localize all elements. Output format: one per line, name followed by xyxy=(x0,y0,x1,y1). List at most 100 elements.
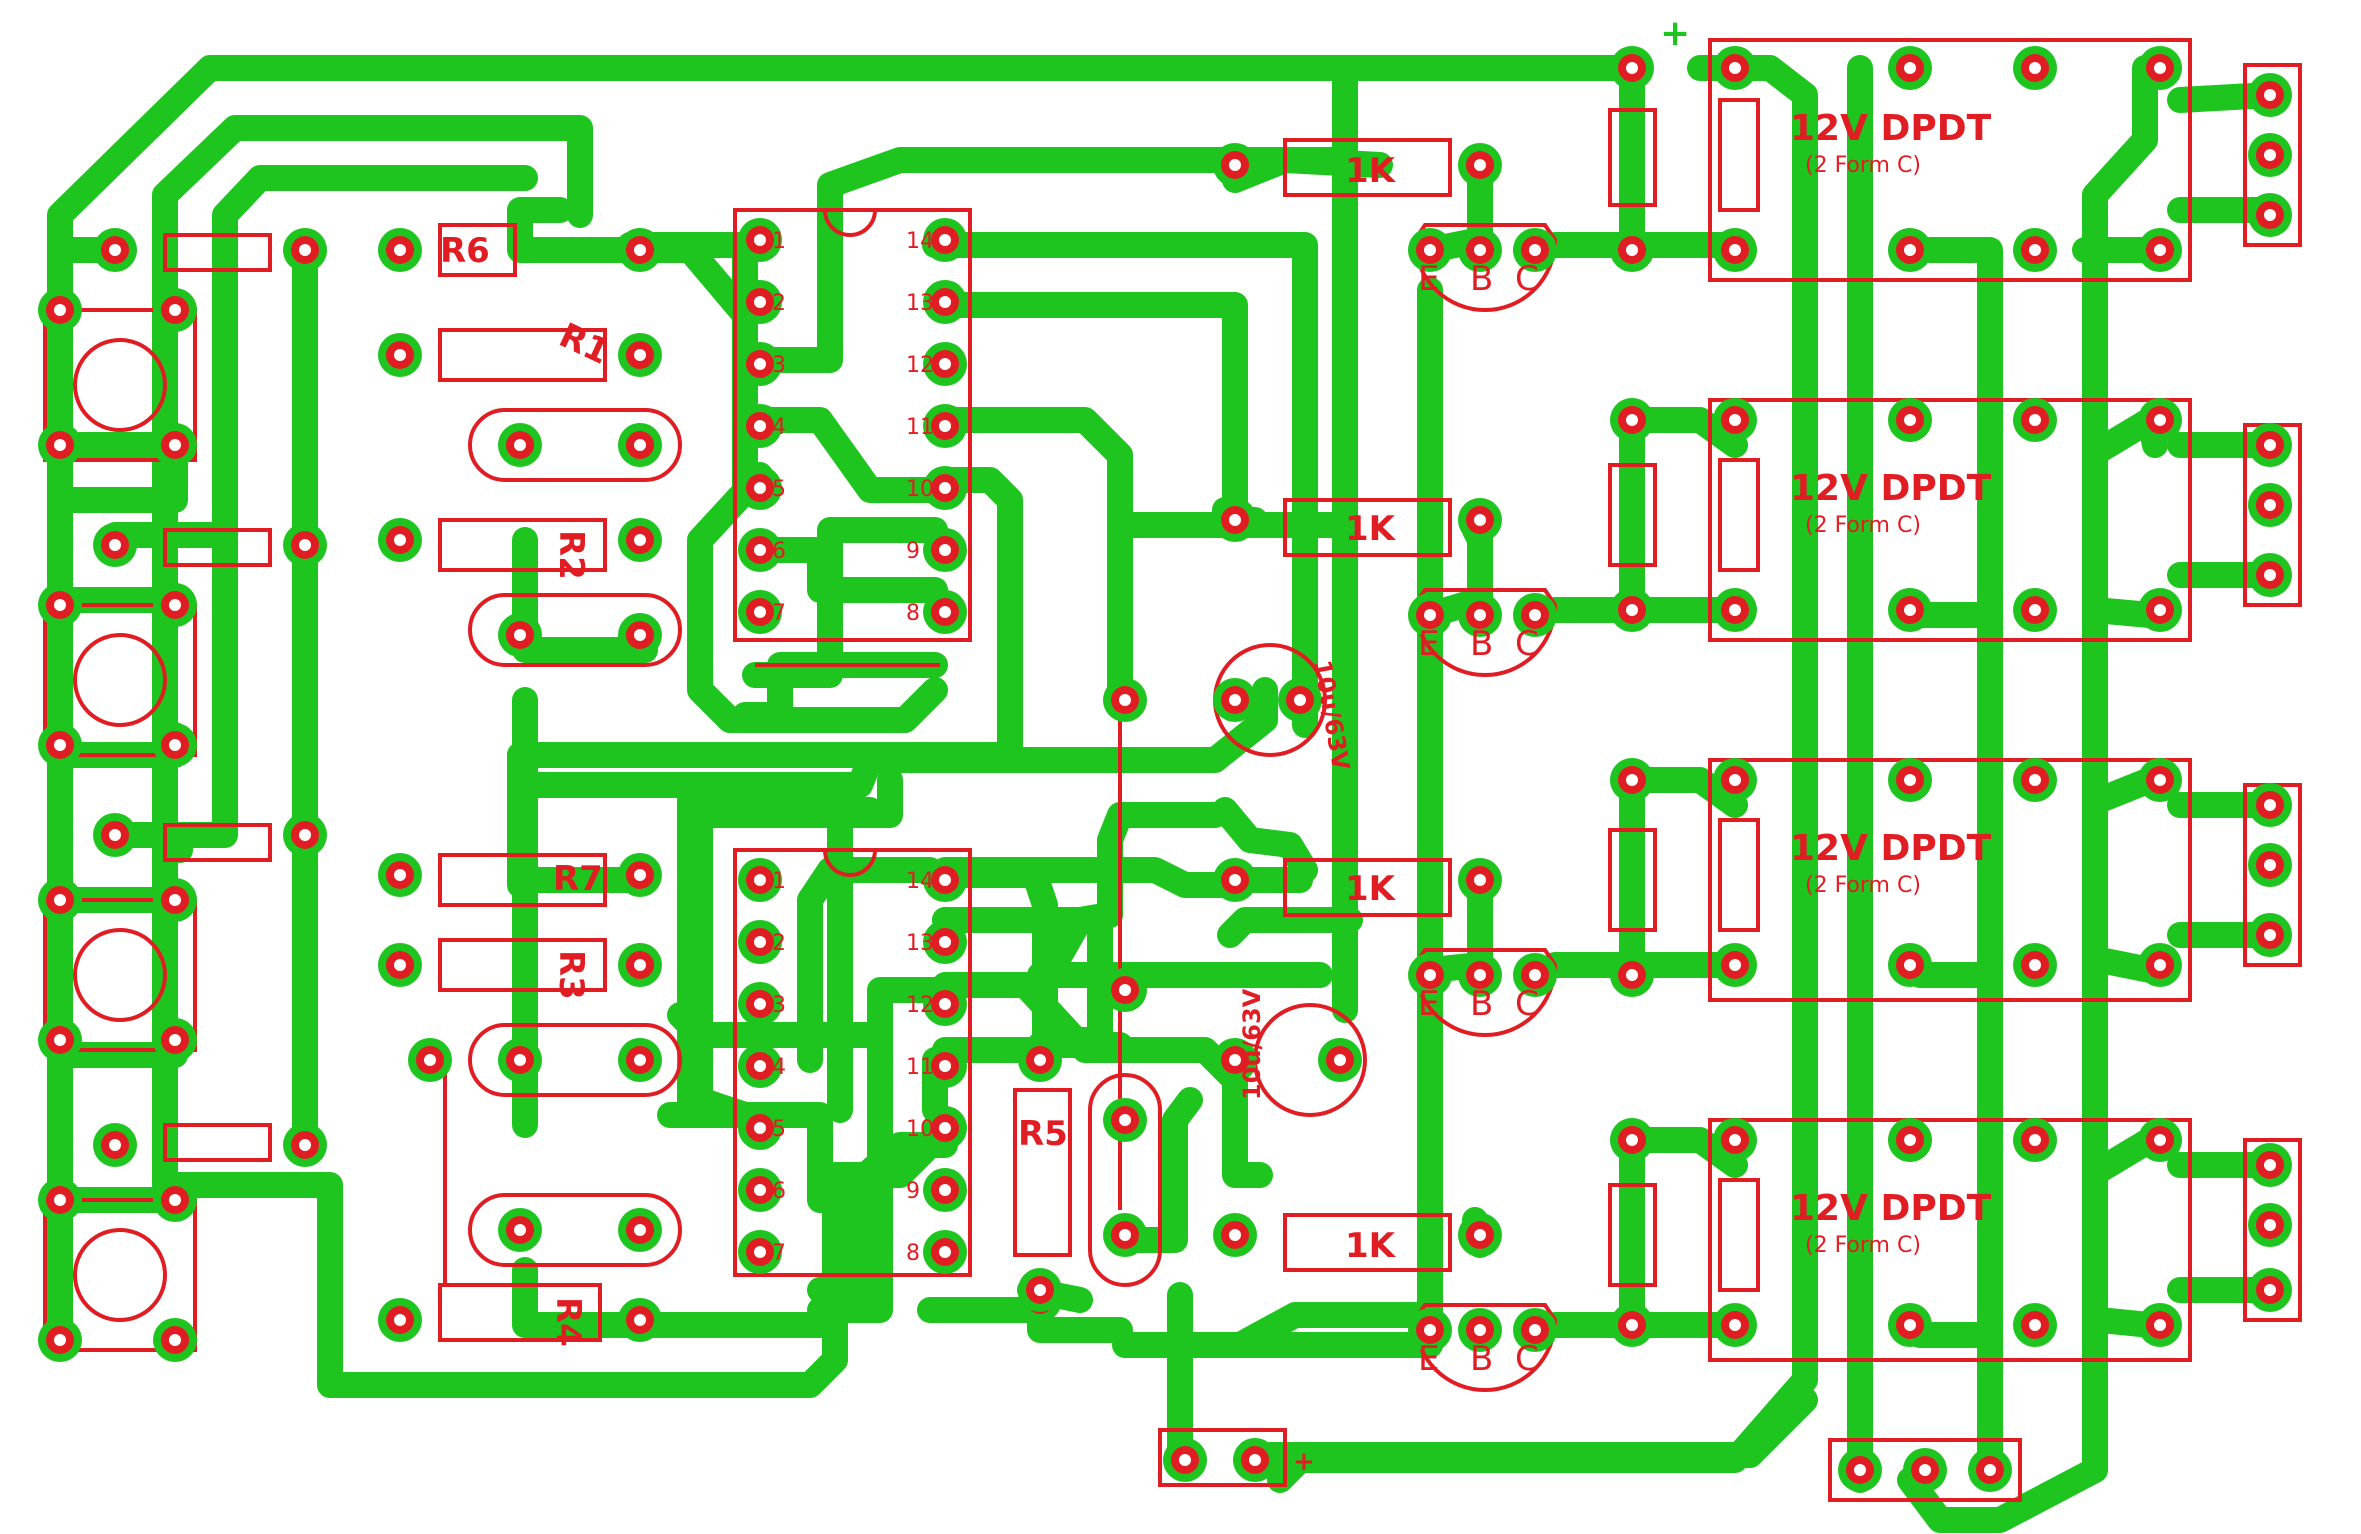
relay-name: 12V DPDT xyxy=(1790,1188,1992,1229)
pad-hole xyxy=(2154,604,2166,616)
transistor-pin-c: C xyxy=(1515,984,1539,1024)
r2-label: R2 xyxy=(551,530,591,580)
pad-hole xyxy=(1626,62,1638,74)
ic-pin-number: 4 xyxy=(772,415,786,440)
ic-pin-number: 6 xyxy=(772,539,786,564)
pad-hole xyxy=(2029,244,2041,256)
ic-pin-number: 2 xyxy=(772,291,786,316)
ic-pin-number: 7 xyxy=(772,601,786,626)
ic-pad-hole xyxy=(754,482,766,494)
pad-hole xyxy=(1474,244,1486,256)
1k-label-3: 1K xyxy=(1345,869,1397,909)
pad-hole xyxy=(1729,62,1741,74)
ic-pad-hole xyxy=(754,234,766,246)
pad-hole xyxy=(1729,959,1741,971)
pad-hole xyxy=(2029,774,2041,786)
pad-hole xyxy=(2154,244,2166,256)
pad-hole xyxy=(54,1034,66,1046)
pad-hole xyxy=(2154,414,2166,426)
pad-hole xyxy=(2029,1319,2041,1331)
pad-hole xyxy=(1904,1134,1916,1146)
ic-pad-hole xyxy=(939,606,951,618)
pad-hole xyxy=(1179,1454,1191,1466)
pad-hole xyxy=(1474,874,1486,886)
1k-label-1: 1K xyxy=(1345,151,1397,191)
ic-pin-number: 12 xyxy=(906,993,934,1018)
pad-hole xyxy=(169,1034,181,1046)
ic-pad-hole xyxy=(939,296,951,308)
ic-pad-hole xyxy=(939,420,951,432)
pad-hole xyxy=(1904,774,1916,786)
ic-pad-hole xyxy=(939,936,951,948)
ic-pin-number: 10 xyxy=(906,1117,934,1142)
pad-hole xyxy=(1229,159,1241,171)
pad-hole xyxy=(54,894,66,906)
pad-hole xyxy=(1626,774,1638,786)
pad-hole xyxy=(394,869,406,881)
pad-hole xyxy=(2264,209,2276,221)
pad-hole xyxy=(1474,609,1486,621)
ic-pin-number: 8 xyxy=(906,601,920,626)
pad-hole xyxy=(1729,1319,1741,1331)
pad-hole xyxy=(299,539,311,551)
1k-label-4: 1K xyxy=(1345,1226,1397,1266)
pad-hole xyxy=(1229,874,1241,886)
pad-hole xyxy=(1119,1229,1131,1241)
pad-hole xyxy=(1904,604,1916,616)
pad-hole xyxy=(2264,569,2276,581)
pad-hole xyxy=(2029,1134,2041,1146)
pad-hole xyxy=(169,304,181,316)
relay-name: 12V DPDT xyxy=(1790,108,1992,149)
pad-hole xyxy=(2264,1159,2276,1171)
pad-hole xyxy=(54,739,66,751)
pad-hole xyxy=(1424,609,1436,621)
ic-pin-number: 13 xyxy=(906,291,934,316)
ic-pad-hole xyxy=(939,234,951,246)
pad-hole xyxy=(1119,1114,1131,1126)
pad-hole xyxy=(1474,159,1486,171)
ic-pin-number: 10 xyxy=(906,477,934,502)
pad-hole xyxy=(1529,609,1541,621)
pad-hole xyxy=(2264,929,2276,941)
ic-pin-number: 1 xyxy=(772,229,786,254)
pad-hole xyxy=(1034,1054,1046,1066)
pad-hole xyxy=(1626,1134,1638,1146)
pad-hole xyxy=(1424,244,1436,256)
r6-label: R6 xyxy=(440,231,490,271)
pad-hole xyxy=(1474,514,1486,526)
ic-pad-hole xyxy=(939,874,951,886)
ic-pin-number: 14 xyxy=(906,229,934,254)
pad-hole xyxy=(634,439,646,451)
pad-hole xyxy=(394,534,406,546)
ic-pad-hole xyxy=(754,544,766,556)
pad-hole xyxy=(1119,694,1131,706)
pad-hole xyxy=(1904,244,1916,256)
pad-hole xyxy=(54,1334,66,1346)
plus-conn-label: + xyxy=(1293,1447,1315,1477)
pad-hole xyxy=(1229,514,1241,526)
ic-pad-hole xyxy=(939,1246,951,1258)
ic-pin-number: 2 xyxy=(772,931,786,956)
pad-hole xyxy=(2264,859,2276,871)
r7-label: R7 xyxy=(553,859,603,899)
pad-hole xyxy=(2154,959,2166,971)
pad-hole xyxy=(634,1054,646,1066)
pad-hole xyxy=(1729,1134,1741,1146)
ic-pin-number: 5 xyxy=(772,1117,786,1142)
transistor-pin-e: E xyxy=(1418,259,1439,299)
pad-hole xyxy=(2154,1319,2166,1331)
pad-hole xyxy=(1626,1319,1638,1331)
relay-type: (2 Form C) xyxy=(1805,1233,1921,1258)
pad-hole xyxy=(2029,62,2041,74)
pad-hole xyxy=(54,599,66,611)
transistor-pin-e: E xyxy=(1418,624,1439,664)
pad-hole xyxy=(1626,604,1638,616)
pad-hole xyxy=(1119,984,1131,996)
relay-name: 12V DPDT xyxy=(1790,828,1992,869)
pad-hole xyxy=(1904,414,1916,426)
transistor-pin-b: B xyxy=(1470,984,1493,1024)
pad-hole xyxy=(1529,1324,1541,1336)
ic-pad-hole xyxy=(939,1060,951,1072)
pad-hole xyxy=(1229,1229,1241,1241)
